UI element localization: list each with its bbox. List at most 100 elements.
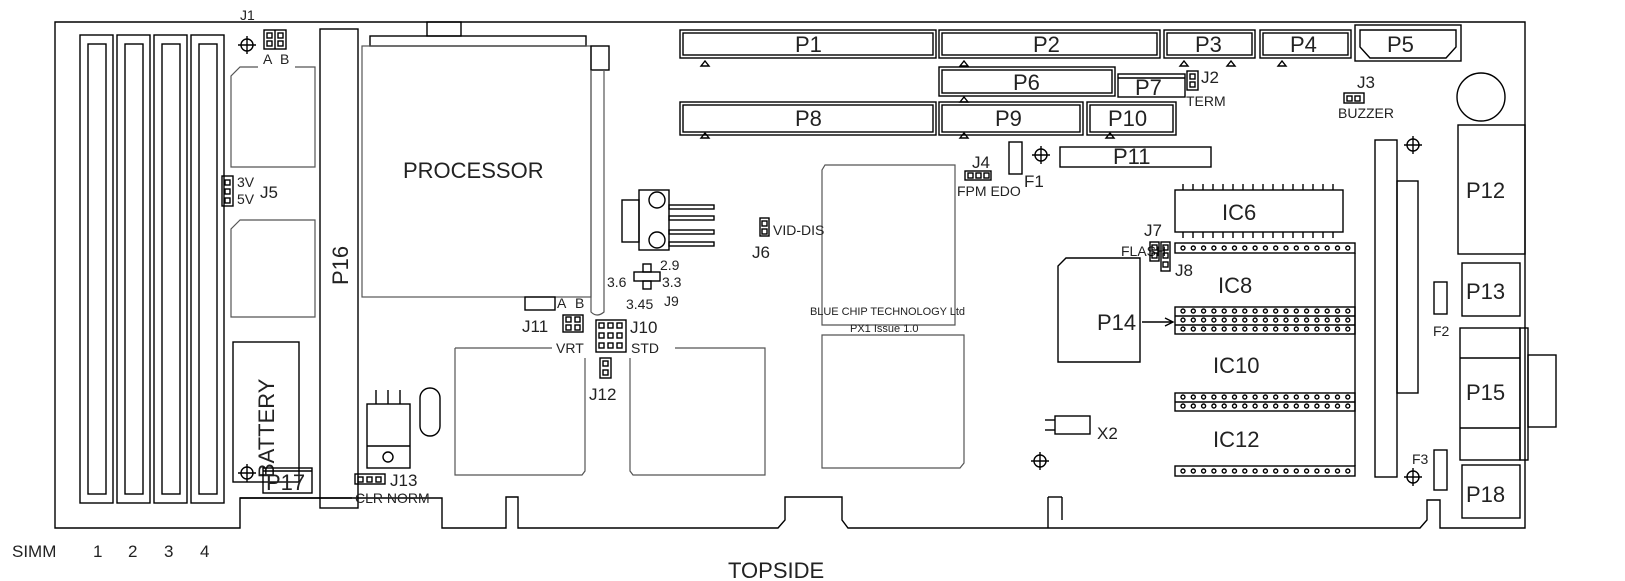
p10-label: P10	[1108, 106, 1147, 131]
j3-jumper[interactable]	[1343, 92, 1365, 104]
j10-jumper[interactable]	[595, 319, 627, 353]
socket-pin	[1293, 308, 1300, 314]
socket-pin	[1293, 468, 1300, 474]
j10-a: A	[557, 295, 567, 311]
j3-label: J3	[1357, 73, 1375, 92]
crystal-oscillator	[419, 387, 441, 437]
socket-pin	[1262, 326, 1269, 332]
socket-pin	[1242, 403, 1248, 409]
socket-pin	[1190, 308, 1197, 314]
crosshair-icon	[1032, 146, 1050, 164]
socket-pin	[1283, 394, 1289, 400]
socket-pin	[1180, 326, 1186, 332]
j1-jumper[interactable]	[263, 29, 287, 50]
socket-pin	[1334, 403, 1341, 409]
socket-pin	[1293, 317, 1300, 323]
j7-label: J7	[1144, 221, 1162, 240]
socket-pin	[1303, 326, 1310, 332]
socket-pin	[1252, 403, 1258, 409]
j9-jumper[interactable]	[633, 263, 661, 290]
socket-pin	[1221, 317, 1227, 323]
socket-pin	[1324, 308, 1330, 314]
socket-pin	[1314, 317, 1320, 323]
socket-pin	[1324, 468, 1330, 474]
socket-pin	[1221, 394, 1227, 400]
socket-pin	[1334, 468, 1341, 474]
j4-jumper[interactable]	[964, 170, 992, 181]
j2-jumper[interactable]	[1186, 70, 1199, 91]
socket-pin	[1190, 326, 1197, 332]
j6-vid-dis: VID-DIS	[773, 222, 824, 238]
socket-pin	[1283, 245, 1289, 251]
socket-pin	[1180, 245, 1186, 251]
socket-pin	[1180, 394, 1186, 400]
topside-label: TOPSIDE	[728, 558, 824, 581]
socket-pin	[1200, 317, 1207, 323]
p5-label: P5	[1387, 32, 1414, 57]
p15-label: P15	[1466, 380, 1505, 405]
socket-pin	[1180, 468, 1186, 474]
socket-pin	[1324, 245, 1330, 251]
socket-pin	[1303, 394, 1310, 400]
j9-3-3: 3.3	[662, 274, 682, 290]
p9-label: P9	[995, 106, 1022, 131]
p12-connector	[1457, 124, 1526, 255]
socket-pin	[1272, 245, 1279, 251]
socket-pin	[1272, 326, 1279, 332]
f1-label: F1	[1024, 172, 1044, 191]
fuse-f2	[1433, 281, 1448, 315]
issue-label: PX1 Issue 1.0	[850, 323, 919, 335]
socket-pin	[1180, 308, 1186, 314]
socket-pin	[1221, 468, 1227, 474]
socket-pin	[1314, 394, 1320, 400]
socket-pin	[1324, 317, 1330, 323]
processor	[361, 21, 610, 316]
socket-pin	[1242, 326, 1248, 332]
socket-pin	[1334, 245, 1341, 251]
socket-pin	[1272, 308, 1279, 314]
ic-sockets	[1174, 242, 1356, 477]
socket-pin	[1221, 308, 1227, 314]
socket-pin	[1252, 245, 1258, 251]
ic6-label: IC6	[1222, 200, 1256, 225]
socket-pin	[1345, 245, 1351, 251]
socket-pin	[1242, 468, 1248, 474]
socket-pin	[1345, 403, 1351, 409]
socket-pin	[1324, 394, 1330, 400]
arrow-icon	[1142, 317, 1175, 327]
p11-label: P11	[1113, 144, 1151, 169]
socket-pin	[1303, 403, 1310, 409]
j1-label: J1	[240, 7, 255, 23]
battery-label: BATTERY	[254, 378, 279, 478]
x2-label: X2	[1097, 424, 1118, 443]
socket-pin	[1345, 394, 1351, 400]
j13-jumper[interactable]	[354, 473, 386, 485]
ic6-chip	[1174, 184, 1344, 238]
socket-pin	[1262, 308, 1269, 314]
socket-pin	[1190, 403, 1197, 409]
j6-jumper[interactable]	[759, 217, 770, 237]
j5-jumper[interactable]	[221, 175, 234, 207]
simm-slot-2: 2	[128, 542, 137, 561]
socket-pin	[1334, 317, 1341, 323]
ic12-label: IC12	[1213, 427, 1259, 452]
socket-pin	[1293, 394, 1300, 400]
socket-pin	[1211, 326, 1217, 332]
p8-label: P8	[795, 106, 822, 131]
j11-jumper[interactable]	[562, 314, 584, 333]
socket-pin	[1252, 317, 1258, 323]
socket-pin	[1272, 468, 1279, 474]
edge-connector	[1374, 139, 1398, 478]
j8-jumper[interactable]	[1160, 241, 1171, 272]
socket-pin	[1180, 317, 1186, 323]
j12-jumper[interactable]	[599, 357, 612, 379]
p16-connector	[319, 28, 359, 509]
socket-pin	[1221, 245, 1227, 251]
j1-b: B	[280, 51, 289, 67]
j5-3v: 3V	[237, 174, 255, 190]
socket-pin	[1242, 394, 1248, 400]
socket-pin	[1334, 326, 1341, 332]
j7-jumper[interactable]	[1149, 241, 1160, 262]
fuse-f1	[1008, 141, 1023, 175]
